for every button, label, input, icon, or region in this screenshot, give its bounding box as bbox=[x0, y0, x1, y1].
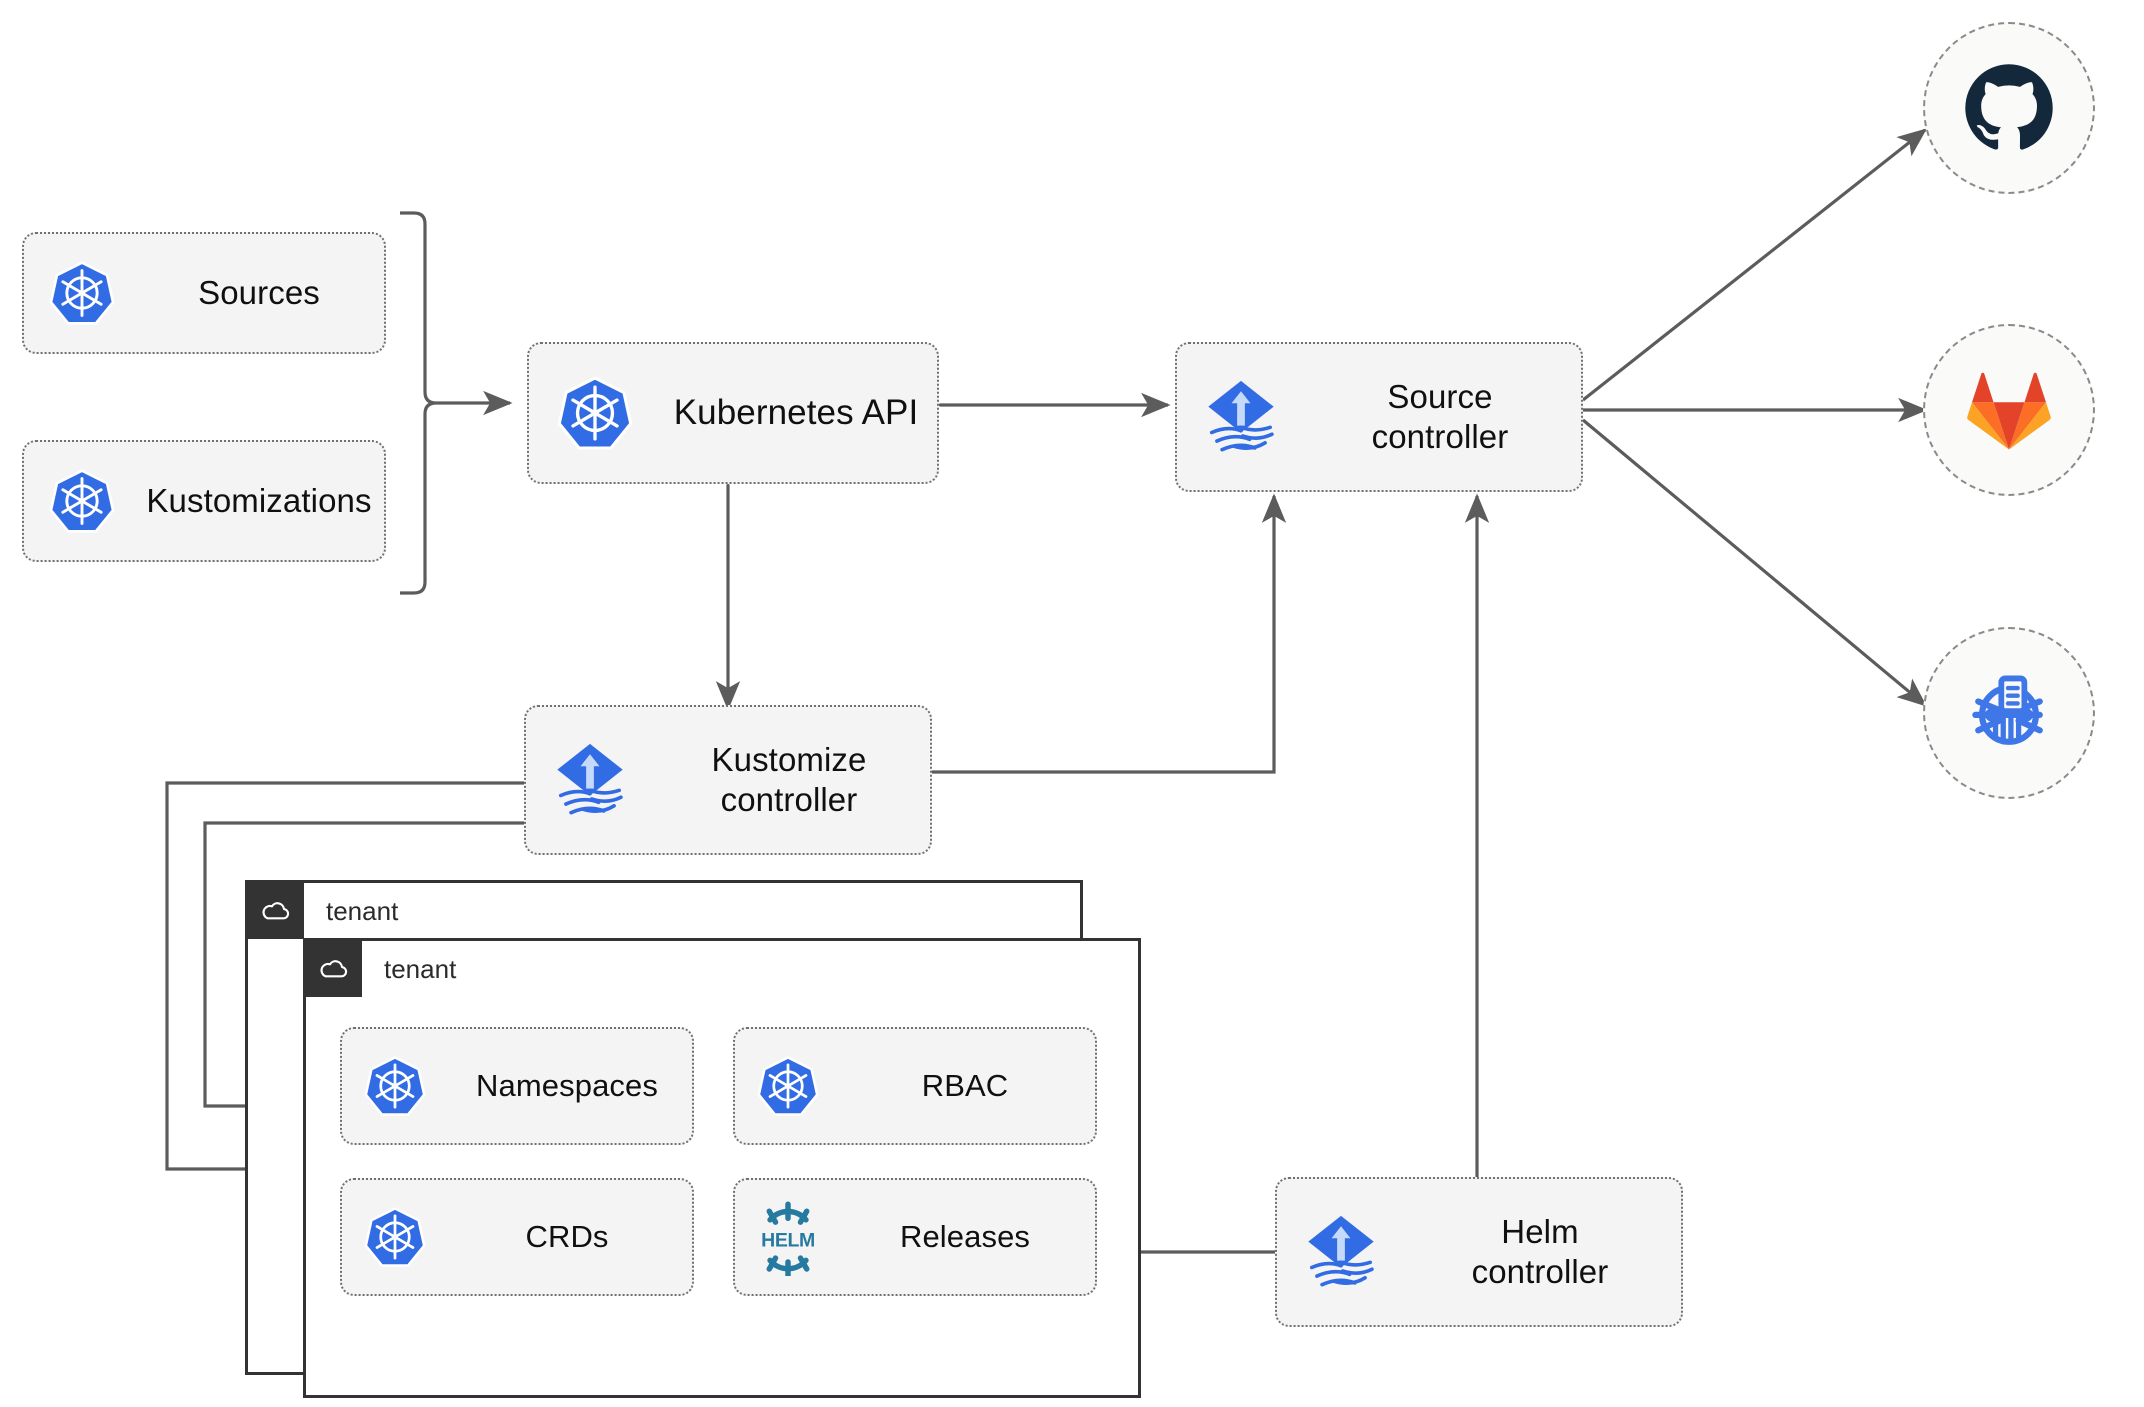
node-kustomize-controller[interactable]: Kustomize controller bbox=[524, 705, 932, 855]
node-label: Sources bbox=[198, 273, 320, 311]
node-label: CRDs bbox=[525, 1219, 609, 1255]
helm-repository-icon bbox=[1972, 675, 2043, 745]
edge-sourcecontroller-helmrepo bbox=[1581, 418, 1927, 707]
tenant-header-inner: tenant bbox=[306, 941, 456, 997]
kubernetes-icon bbox=[529, 375, 661, 451]
kubernetes-icon bbox=[24, 260, 140, 326]
node-label-line1: Source bbox=[1387, 377, 1493, 415]
kubernetes-icon bbox=[735, 1055, 841, 1117]
node-label: Kustomizations bbox=[146, 481, 372, 519]
node-crds[interactable]: CRDs bbox=[340, 1178, 694, 1296]
node-label: RBAC bbox=[921, 1068, 1009, 1104]
node-label: Kustomize controller bbox=[654, 740, 930, 821]
provider-circle-gitlab[interactable] bbox=[1923, 324, 2095, 496]
node-releases[interactable]: HELM Releases bbox=[733, 1178, 1097, 1296]
cloud-icon bbox=[306, 941, 362, 997]
edge-kustomizecontroller-sourcecontroller bbox=[932, 493, 1287, 774]
flux-icon bbox=[1177, 374, 1305, 460]
edge-brace-sources-kustomizations bbox=[400, 211, 513, 595]
svg-text:HELM: HELM bbox=[761, 1229, 815, 1251]
node-label: Helm controller bbox=[1405, 1212, 1681, 1293]
node-sources[interactable]: Sources bbox=[22, 232, 386, 354]
node-label-line2: controller bbox=[720, 781, 858, 818]
node-label: Namespaces bbox=[476, 1068, 658, 1104]
node-label-line1: Helm bbox=[1501, 1212, 1579, 1250]
tenant-header-outer: tenant bbox=[248, 883, 398, 939]
node-label-line1: Kustomize bbox=[711, 740, 867, 778]
cloud-icon bbox=[248, 883, 304, 939]
node-source-controller[interactable]: Source controller bbox=[1175, 342, 1583, 492]
helm-icon: HELM bbox=[735, 1198, 841, 1276]
flux-icon bbox=[1277, 1209, 1405, 1295]
node-kubernetes-api[interactable]: Kubernetes API bbox=[527, 342, 939, 484]
node-kustomizations[interactable]: Kustomizations bbox=[22, 440, 386, 562]
node-helm-controller[interactable]: Helm controller bbox=[1275, 1177, 1683, 1327]
node-label: Source controller bbox=[1305, 377, 1581, 458]
node-label: Releases bbox=[899, 1219, 1031, 1255]
edge-sourcecontroller-github bbox=[1582, 128, 1928, 402]
tenant-label-inner: tenant bbox=[384, 953, 457, 984]
kubernetes-icon bbox=[342, 1206, 448, 1268]
node-label-line2: controller bbox=[1371, 418, 1509, 455]
node-namespaces[interactable]: Namespaces bbox=[340, 1027, 694, 1145]
node-label-line2: controller bbox=[1471, 1253, 1609, 1290]
tenant-label-outer: tenant bbox=[326, 895, 399, 926]
provider-circle-github[interactable] bbox=[1923, 22, 2095, 194]
kubernetes-icon bbox=[24, 468, 140, 534]
flux-icon bbox=[526, 737, 654, 823]
node-rbac[interactable]: RBAC bbox=[733, 1027, 1097, 1145]
github-icon bbox=[1965, 64, 2053, 150]
gitlab-icon bbox=[1967, 372, 2051, 450]
node-label: Kubernetes API bbox=[673, 392, 919, 432]
provider-circle-helm-repository[interactable] bbox=[1923, 627, 2095, 799]
kubernetes-icon bbox=[342, 1055, 448, 1117]
tenant-box-inner: tenant bbox=[303, 938, 1141, 1398]
